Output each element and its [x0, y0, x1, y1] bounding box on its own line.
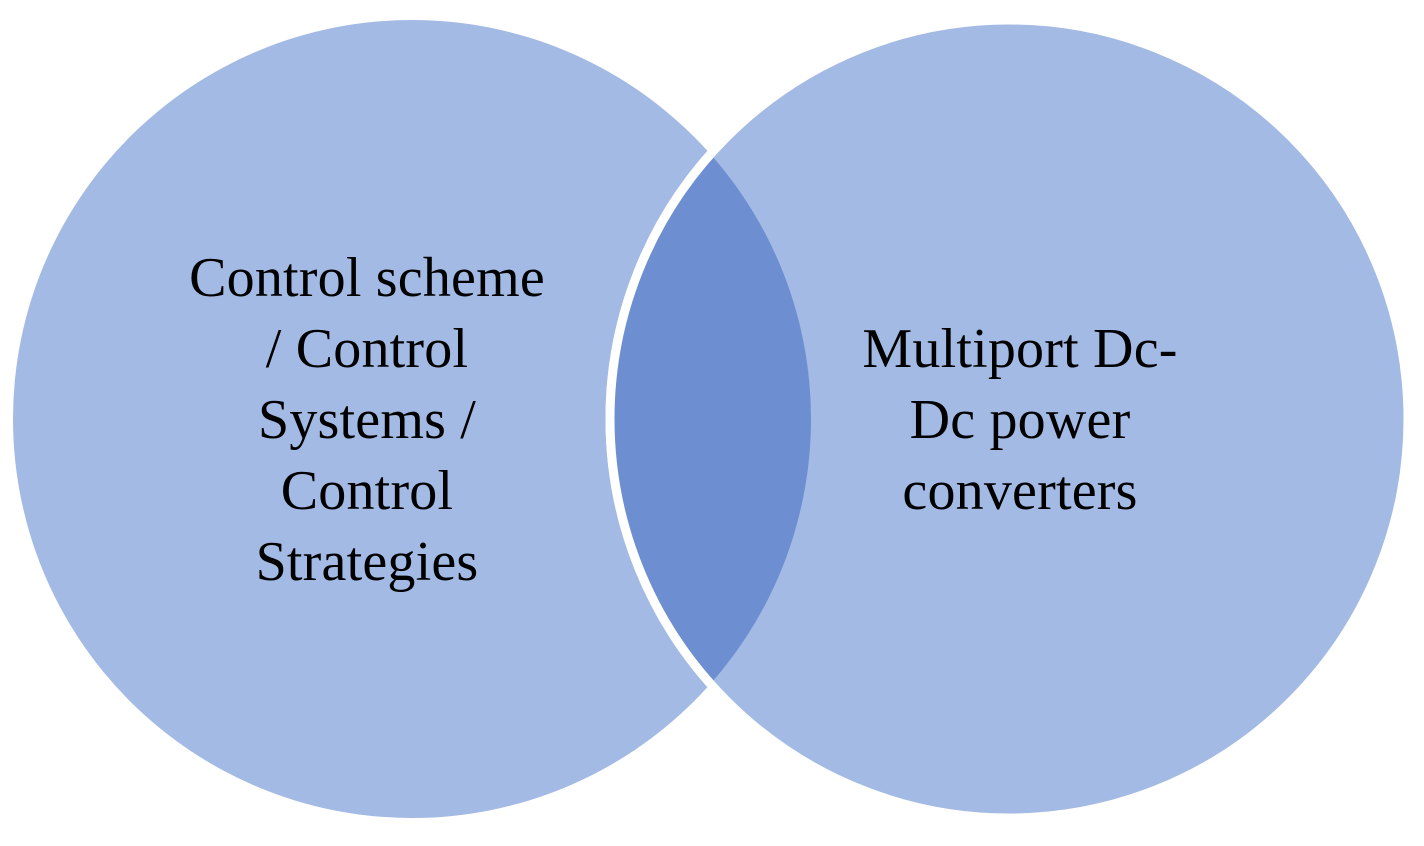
right-set-label-line-1: Multiport Dc- — [862, 317, 1178, 380]
left-set-circle[interactable] — [13, 20, 811, 818]
left-set-label-line-2: / Control — [265, 317, 469, 380]
right-set-label-line-2: Dc power — [909, 388, 1131, 451]
left-set-label-line-5: Strategies — [255, 530, 479, 593]
right-set-label-line-3: converters — [902, 459, 1138, 522]
right-set-label: Multiport Dc- Dc power converters — [800, 255, 1240, 585]
left-set-label: Control scheme / Control Systems / Contr… — [112, 190, 622, 650]
left-set-label-line-1: Control scheme — [189, 246, 545, 309]
left-set-label-line-3: Systems / — [257, 388, 477, 451]
left-set-label-line-4: Control — [280, 459, 454, 522]
